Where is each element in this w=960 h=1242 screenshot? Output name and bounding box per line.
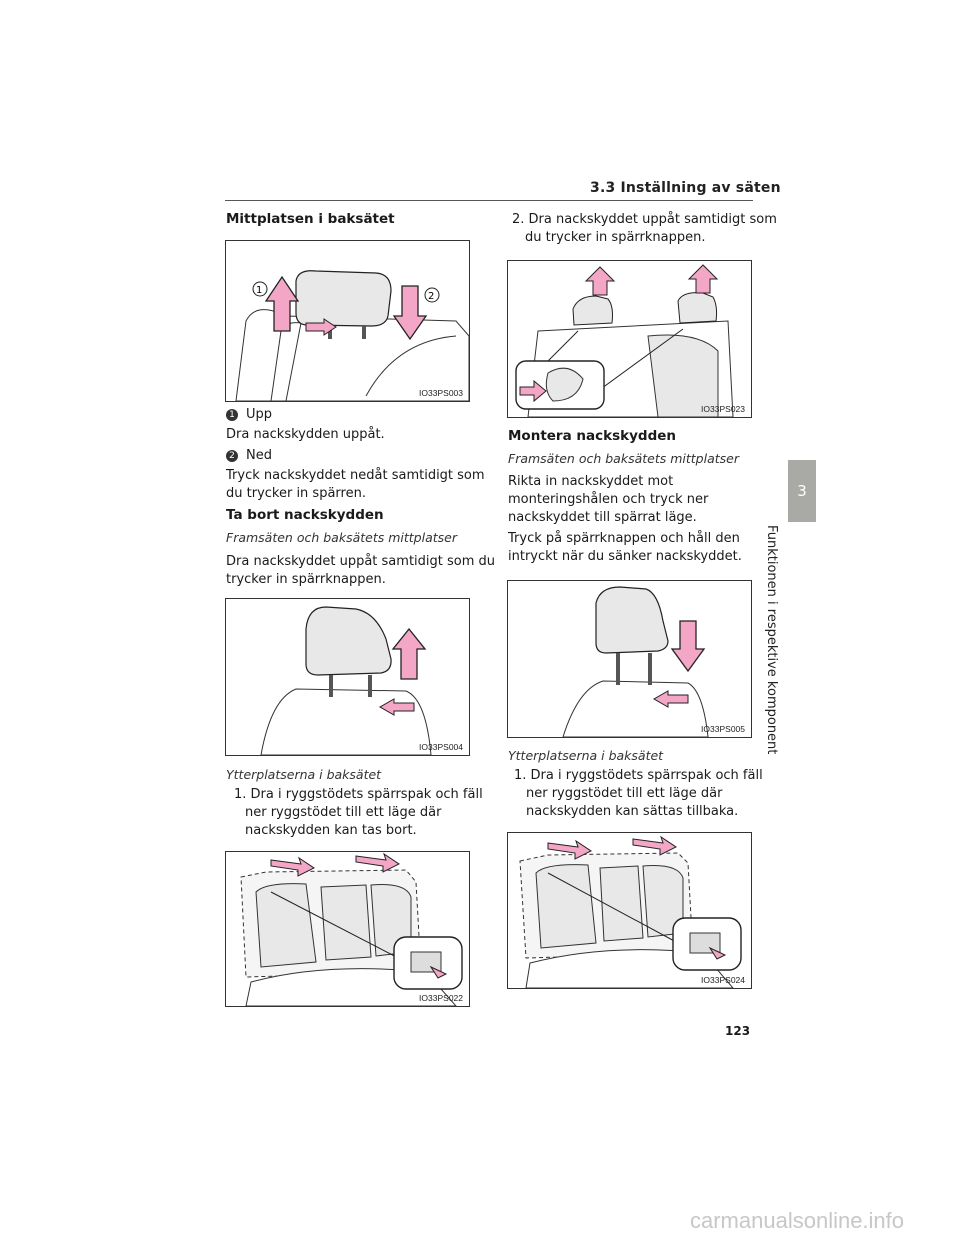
- figure-code: IO33PS004: [419, 742, 463, 752]
- figure-code: IO33PS005: [701, 724, 745, 734]
- section-title: 3.3 Inställning av säten: [590, 180, 781, 196]
- figure-mount-headrest: IO33PS005: [507, 580, 752, 738]
- mount-text-2: monteringshålen och tryck ner: [508, 492, 709, 507]
- item-up: 1 Upp: [226, 406, 272, 424]
- number-badge: 1: [226, 409, 238, 421]
- mount-text-3: nackskyddet till spärrat läge.: [508, 510, 697, 525]
- seat-illustration: [519, 835, 742, 988]
- outer-step-1: 1. Dra i ryggstödets spärrspak och fäll: [234, 787, 483, 802]
- subheading-outer: Ytterplatserna i baksätet: [508, 748, 664, 763]
- heading-center-seat: Mittplatsen i baksätet: [226, 211, 395, 227]
- item-down: 2 Ned: [226, 447, 272, 465]
- figure-remove-headrest: IO33PS004: [225, 598, 470, 756]
- figure-code: IO33PS003: [419, 388, 463, 398]
- header-rule: [225, 200, 753, 201]
- step2-line-2: du trycker in spärrknappen.: [525, 230, 706, 245]
- figure-code: IO33PS022: [419, 993, 463, 1003]
- item-down-text-2: du trycker in spärren.: [226, 486, 366, 501]
- mount-text-5: intryckt när du sänker nackskyddet.: [508, 549, 742, 564]
- chapter-tab[interactable]: 3: [788, 460, 816, 522]
- outer-step-2: ner ryggstödet till ett läge där: [245, 805, 442, 820]
- item-up-text: Dra nackskydden uppåt.: [226, 427, 385, 442]
- heading-remove: Ta bort nackskydden: [226, 507, 384, 523]
- subheading-front: Framsäten och baksätets mittplatser: [508, 451, 739, 466]
- subheading-outer: Ytterplatserna i baksätet: [226, 767, 382, 782]
- headrest-illustration: [260, 606, 432, 755]
- mount-text-1: Rikta in nackskyddet mot: [508, 474, 674, 489]
- svg-text:1: 1: [256, 285, 262, 296]
- heading-mount: Montera nackskydden: [508, 428, 677, 444]
- outer-step-3: nackskydden kan tas bort.: [245, 823, 417, 838]
- subheading-front: Framsäten och baksätets mittplatser: [226, 530, 457, 545]
- watermark: carmanualsonline.info: [690, 1208, 905, 1233]
- number-badge: 2: [226, 450, 238, 462]
- svg-text:2: 2: [428, 291, 434, 302]
- figure-headrest-up-down: 1 2 IO33PS003: [225, 240, 470, 402]
- figure-outer-mount: IO33PS024: [507, 832, 752, 989]
- headrest-illustration: 1 2: [235, 270, 469, 401]
- item-down-label: Ned: [246, 448, 272, 463]
- seat-illustration: [240, 852, 463, 1006]
- outer-step-2: ner ryggstödet till ett läge där: [526, 786, 723, 801]
- outer-step-1: 1. Dra i ryggstödets spärrspak och fäll: [514, 768, 763, 783]
- chapter-label: Funktionen i respektive komponent: [764, 525, 779, 755]
- outer-step-3: nackskydden kan sättas tillbaka.: [526, 804, 739, 819]
- figure-outer-fold: IO33PS022: [225, 851, 470, 1007]
- figure-code: IO33PS024: [701, 975, 745, 985]
- chapter-number: 3: [797, 482, 807, 500]
- item-up-label: Upp: [246, 407, 273, 422]
- figure-code: IO33PS023: [701, 404, 745, 414]
- seat-illustration: [515, 264, 734, 417]
- remove-text-1: Dra nackskyddet uppåt samtidigt som du: [226, 554, 496, 569]
- remove-text-2: trycker in spärrknappen.: [226, 572, 386, 587]
- page-number: 123: [725, 1024, 751, 1038]
- item-down-text-1: Tryck nackskyddet nedåt samtidigt som: [226, 468, 485, 483]
- headrest-illustration: [562, 586, 709, 737]
- mount-text-4: Tryck på spärrknappen och håll den: [508, 531, 740, 546]
- step2-line-1: 2. Dra nackskyddet uppåt samtidigt som: [512, 212, 777, 227]
- figure-remove-outer: IO33PS023: [507, 260, 752, 418]
